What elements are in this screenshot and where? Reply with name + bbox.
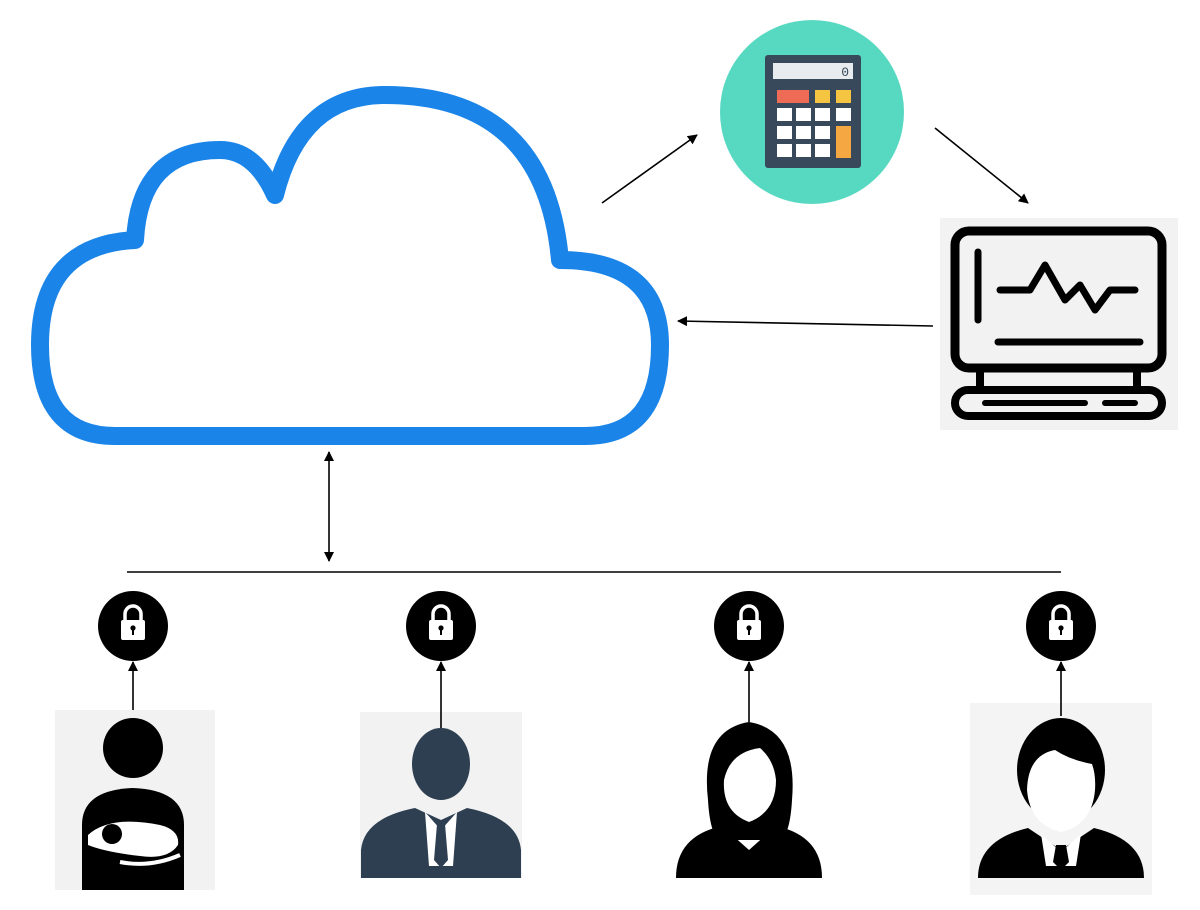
padlock-icon [1026,591,1096,661]
padlock-icon [98,591,168,661]
calculator-icon: 0 [720,20,904,204]
cloud-icon [31,86,669,445]
parent-with-baby-icon [55,710,215,890]
calculator-display: 0 [841,65,849,80]
businessman-icon [360,712,522,878]
padlock-icon [714,591,784,661]
woman-icon [676,722,822,878]
arrow-monitor-to-cloud [677,316,934,327]
monitor-icon [940,218,1178,430]
padlock-icon [406,591,476,661]
man-icon [970,703,1152,895]
arrow-calculator-to-monitor [934,127,1029,204]
arrow-cloud-to-calculator [601,134,698,204]
